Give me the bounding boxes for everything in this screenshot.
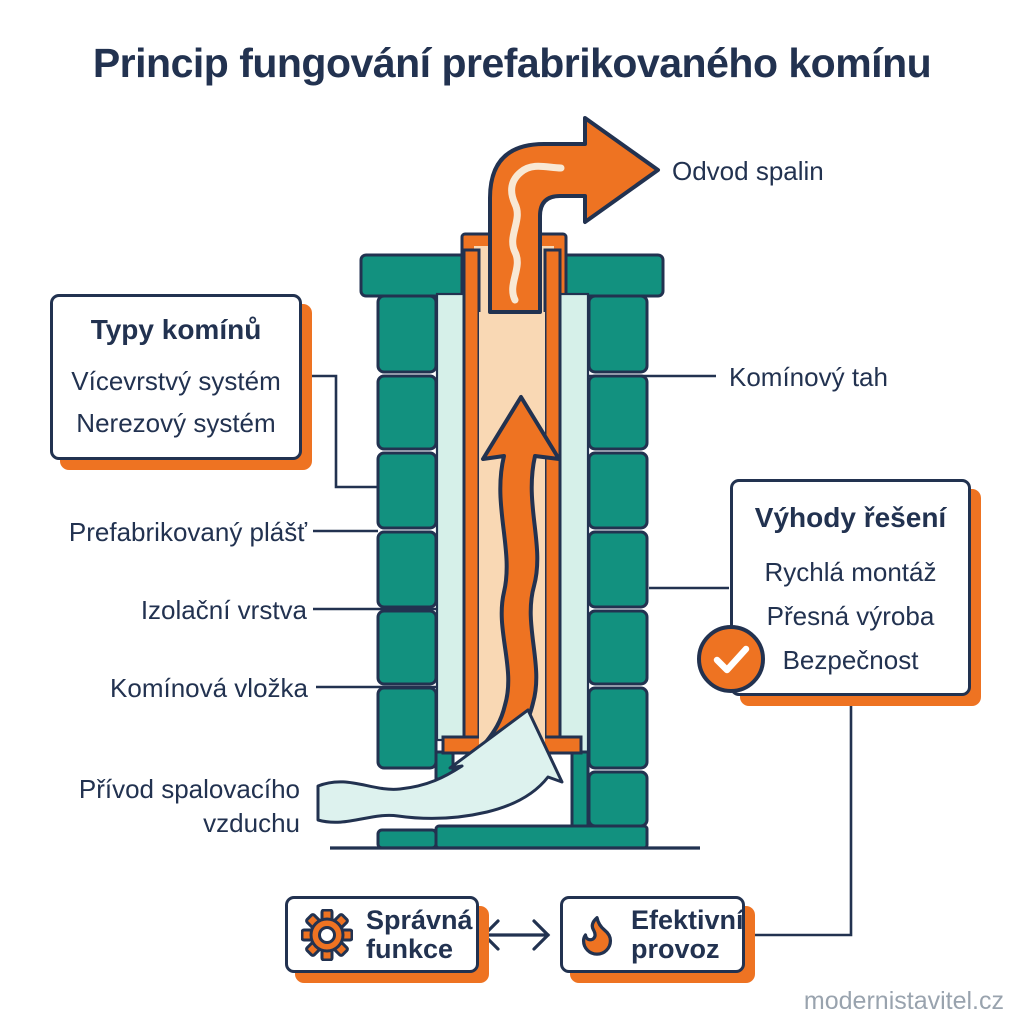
insulation-layer-left bbox=[435, 292, 467, 742]
shell-block bbox=[587, 374, 649, 451]
connector-types-box bbox=[302, 374, 377, 489]
exhaust-wave-line bbox=[508, 162, 565, 304]
check-icon bbox=[697, 625, 765, 693]
label-chimney-draft: Komínový tah bbox=[729, 362, 888, 392]
operation-label: Efektivní provoz bbox=[631, 904, 744, 964]
shell-block bbox=[376, 530, 438, 609]
operation-card: Efektivní provoz bbox=[560, 896, 745, 973]
gear-icon bbox=[301, 908, 353, 961]
shell-block bbox=[376, 451, 438, 530]
insulation-layer-right bbox=[558, 292, 590, 754]
shell-block bbox=[376, 294, 438, 374]
label-chimney-liner: Komínová vložka bbox=[110, 673, 308, 703]
chimney-liner-left bbox=[462, 248, 481, 740]
benefits-card: Výhody řešení Rychlá montáž Přesná výrob… bbox=[697, 479, 971, 696]
flame-icon bbox=[581, 915, 613, 956]
function-card: Správná funkce bbox=[285, 896, 479, 973]
benefit-item: Bezpečnost bbox=[782, 645, 919, 675]
shell-block bbox=[376, 374, 438, 451]
shell-block bbox=[376, 686, 438, 770]
label-flue-gas-outlet: Odvod spalin bbox=[672, 156, 824, 186]
benefit-item: Rychlá montáž bbox=[764, 557, 937, 587]
chimney-liner-right bbox=[543, 248, 562, 740]
air-intake-arrow bbox=[316, 708, 564, 824]
label-insulation-layer: Izolační vrstva bbox=[140, 595, 307, 625]
double-arrow-icon bbox=[481, 919, 551, 951]
air-chamber-wall bbox=[570, 750, 590, 828]
shell-block bbox=[376, 609, 438, 686]
watermark: modernistavitel.cz bbox=[803, 987, 1004, 1015]
shell-block bbox=[587, 770, 649, 828]
shell-block bbox=[587, 294, 649, 374]
chimney-types-title: Typy komínů bbox=[90, 314, 262, 345]
connector-benefits-operation bbox=[746, 697, 853, 937]
chimney-base bbox=[434, 824, 649, 850]
page-title: Princip fungování prefabrikovaného komín… bbox=[92, 40, 932, 86]
chimney-types-card: Typy komínů Vícevrstvý systém Nerezový s… bbox=[50, 294, 302, 460]
shell-block bbox=[587, 609, 649, 686]
shell-block bbox=[376, 828, 438, 850]
benefits-title: Výhody řešení bbox=[754, 502, 947, 533]
label-prefabricated-shell: Prefabrikovaný plášť bbox=[68, 517, 307, 547]
function-label: Správná funkce bbox=[366, 904, 473, 964]
shell-block bbox=[587, 530, 649, 609]
shell-block bbox=[587, 451, 649, 530]
chimney-type-item: Nerezový systém bbox=[76, 408, 276, 438]
prefabricated-shell bbox=[376, 294, 649, 850]
shell-block bbox=[587, 686, 649, 770]
chimney-type-item: Vícevrstvý systém bbox=[71, 366, 281, 396]
label-combustion-air-supply: Přívod spalovacího vzduchu bbox=[78, 774, 300, 838]
benefit-item: Přesná výroba bbox=[766, 601, 935, 631]
